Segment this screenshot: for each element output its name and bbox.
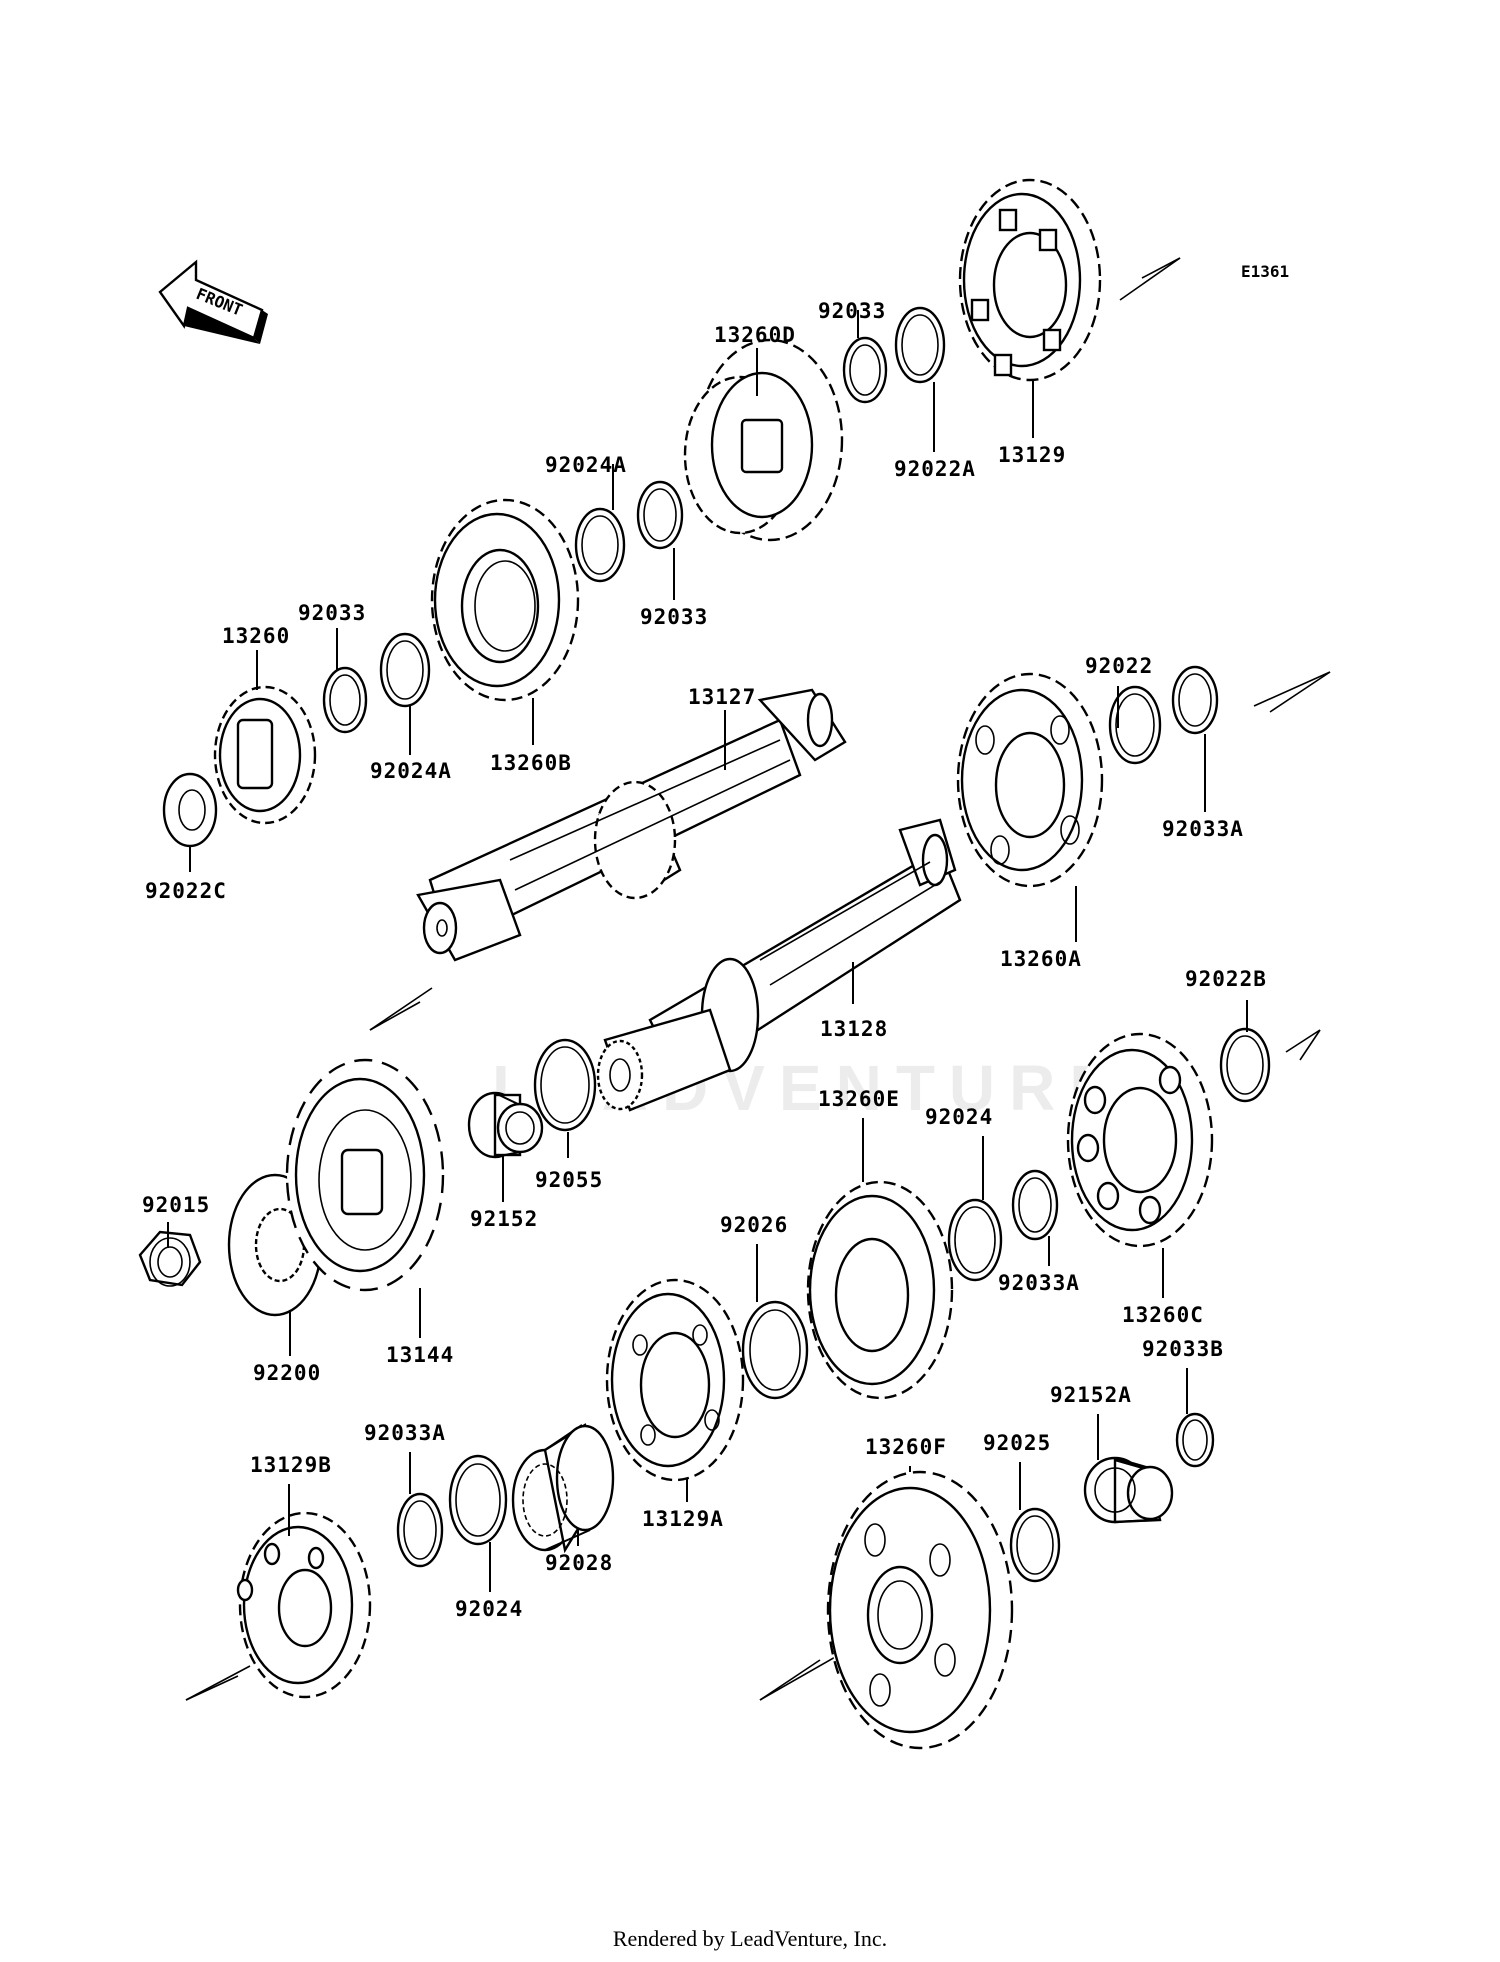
washer-92026 (741, 1300, 809, 1400)
label-92025: 92025 (983, 1431, 1051, 1455)
label-92024-b: 92024 (455, 1597, 523, 1621)
diagram-code: E1361 (1241, 262, 1289, 281)
label-13260D: 13260D (714, 323, 796, 347)
gear-13260D (683, 338, 844, 542)
gear-13129B (236, 1511, 372, 1699)
circlip-92033-b (636, 480, 684, 550)
washer-92022C (162, 772, 218, 848)
label-92022A: 92022A (894, 457, 976, 481)
front-arrow-icon: FRONT (158, 259, 268, 344)
label-92033A-b: 92033A (998, 1271, 1080, 1295)
countershaft-13127 (416, 688, 847, 962)
gear-13129 (958, 178, 1102, 382)
circlip-92033A-c (396, 1492, 444, 1568)
label-92033B: 92033B (1142, 1337, 1224, 1361)
footer-credit: Rendered by LeadVenture, Inc. (613, 1926, 887, 1951)
label-13260: 13260 (222, 624, 290, 648)
label-92152A: 92152A (1050, 1383, 1132, 1407)
label-13260A: 13260A (1000, 947, 1082, 971)
label-92024A-b: 92024A (545, 453, 627, 477)
label-92033A-a: 92033A (1162, 817, 1244, 841)
label-92022B: 92022B (1185, 967, 1267, 991)
label-92026: 92026 (720, 1213, 788, 1237)
circlip-92033A-a (1171, 665, 1219, 735)
leader-lines (167, 310, 1248, 1592)
label-13128: 13128 (820, 1017, 888, 1041)
circlip-92033A-b (1011, 1169, 1059, 1241)
gear-13260A (956, 672, 1104, 888)
label-13144: 13144 (386, 1343, 454, 1367)
label-13260E: 13260E (818, 1087, 900, 1111)
label-13129B: 13129B (250, 1453, 332, 1477)
gear-13260E (806, 1180, 954, 1400)
label-13127: 13127 (688, 685, 756, 709)
gear-13260F (826, 1470, 1014, 1750)
washer-92024-a (947, 1198, 1003, 1282)
washer-92055 (533, 1038, 597, 1132)
label-92033-b: 92033 (640, 605, 708, 629)
gear-13129A (605, 1278, 745, 1482)
label-92200: 92200 (253, 1361, 321, 1385)
label-92022: 92022 (1085, 654, 1153, 678)
label-92022C: 92022C (145, 879, 227, 903)
label-13129A: 13129A (642, 1507, 724, 1531)
label-92152: 92152 (470, 1207, 538, 1231)
label-13260B: 13260B (490, 751, 572, 775)
label-92024A-a: 92024A (370, 759, 452, 783)
sprocket-13144 (285, 1058, 445, 1292)
gear-13260B (430, 498, 580, 702)
washer-92022B (1219, 1027, 1271, 1103)
circlip-92033-a (322, 666, 368, 734)
label-92033-a: 92033 (298, 601, 366, 625)
label-92015: 92015 (142, 1193, 210, 1217)
part-labels: 92022C 13260 92033 92024A 13260B 92024A … (142, 299, 1267, 1621)
label-13260C: 13260C (1122, 1303, 1204, 1327)
gear-13260C (1066, 1032, 1214, 1248)
label-13129: 13129 (998, 443, 1066, 467)
circlip-92033-c (842, 336, 888, 404)
bushing-92152A (1083, 1456, 1174, 1524)
label-92055: 92055 (535, 1168, 603, 1192)
bushing-92152 (467, 1091, 544, 1159)
gear-13260 (213, 685, 317, 825)
washer-92024A-b (574, 507, 626, 583)
label-92033-c: 92033 (818, 299, 886, 323)
label-92033A-c: 92033A (364, 1421, 446, 1445)
label-92028: 92028 (545, 1551, 613, 1575)
nut-92015 (138, 1230, 202, 1287)
washer-92024A-a (379, 632, 431, 708)
label-92024-a: 92024 (925, 1105, 993, 1129)
bushing-92028 (511, 1423, 615, 1554)
mainshaft-13128 (596, 818, 962, 1112)
label-13260F: 13260F (865, 1435, 947, 1459)
washer-92022 (1108, 685, 1162, 765)
washer-92024-b (448, 1454, 508, 1546)
washer-92025 (1009, 1507, 1061, 1583)
circlip-92033B (1175, 1412, 1215, 1468)
washer-92022A (894, 306, 946, 384)
